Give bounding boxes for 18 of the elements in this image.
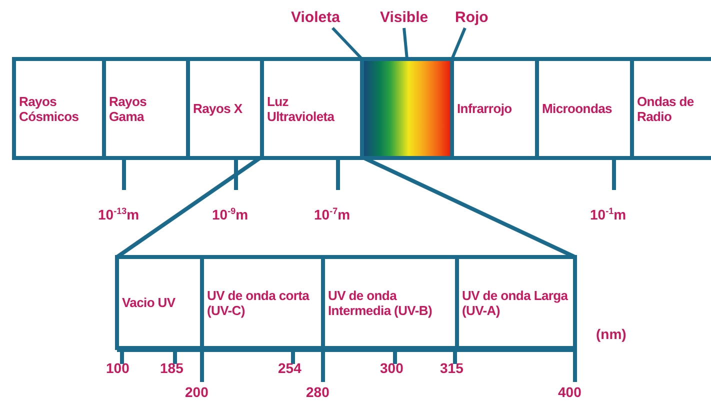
tick-label: 10$^{-9}$m bbox=[212, 205, 248, 223]
tick-label: 315 bbox=[440, 360, 464, 376]
band-label: Violeta bbox=[291, 10, 340, 26]
tick-label: 10$^{-13}$m bbox=[98, 205, 140, 223]
tick-label: 10$^{-7}$m bbox=[314, 205, 350, 223]
tick-label: 300 bbox=[380, 360, 404, 376]
tick-label: 100 bbox=[106, 360, 130, 376]
band-label: Rojo bbox=[455, 10, 488, 26]
tick-label: 400 bbox=[558, 384, 582, 400]
tick-label: 185 bbox=[160, 360, 184, 376]
tick-label: 280 bbox=[306, 384, 330, 400]
tick-label: 10$^{-1}$m bbox=[590, 205, 626, 223]
tick-label: 254 bbox=[278, 360, 302, 376]
leader-line bbox=[402, 28, 408, 60]
band-label: Visible bbox=[380, 10, 428, 26]
unit-label: (nm) bbox=[596, 326, 626, 342]
tick-label: 200 bbox=[185, 384, 208, 400]
leader-line bbox=[450, 27, 466, 60]
